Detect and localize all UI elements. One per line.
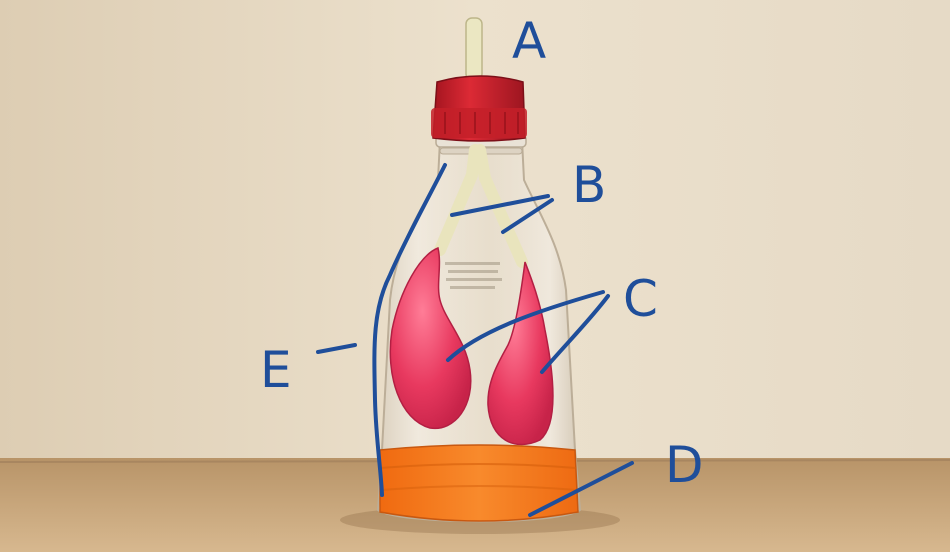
balloon-left <box>389 246 472 430</box>
y-tube-left <box>434 144 481 256</box>
balloon-right <box>487 261 554 446</box>
label-b: B <box>572 156 607 214</box>
rubber-sheet <box>379 444 579 522</box>
label-c: C <box>623 270 658 328</box>
annotation-lines <box>316 163 634 517</box>
y-tube-right <box>474 144 528 268</box>
label-d: D <box>665 436 704 494</box>
label-a: A <box>512 12 547 70</box>
label-e: E <box>260 341 292 399</box>
straw-tube <box>465 17 483 81</box>
